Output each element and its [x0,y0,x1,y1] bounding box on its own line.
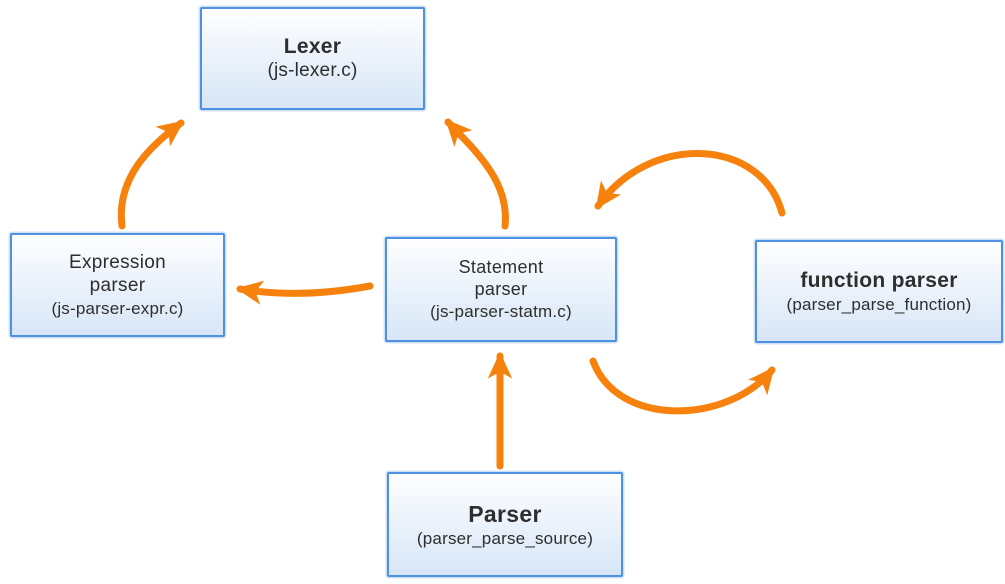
node-expression-parser: Expression parser (js-parser-expr.c) [10,233,225,337]
node-parser-subtitle: (parser_parse_source) [416,528,594,548]
node-statement-parser-subtitle: (js-parser-statm.c) [430,301,572,321]
node-function-parser-subtitle: (parser_parse_function) [786,294,972,314]
node-function-parser-title: function parser [800,269,958,293]
arrow-function-to-statement [594,150,786,217]
node-parser-title: Parser [468,500,542,527]
node-lexer-subtitle: (js-lexer.c) [267,60,358,82]
node-statement-parser: Statement parser (js-parser-statm.c) [385,237,617,342]
node-expression-parser-title: Expression parser [69,252,166,297]
node-lexer: Lexer (js-lexer.c) [200,7,425,110]
arrow-statement-to-lexer [444,118,509,230]
arrow-expression-to-lexer [117,119,185,230]
node-parser: Parser (parser_parse_source) [387,472,623,577]
node-statement-parser-title: Statement parser [458,256,544,299]
arrow-statement-to-function [589,357,776,415]
node-lexer-title: Lexer [283,34,342,58]
arrow-statement-to-expression [236,280,374,305]
node-expression-parser-subtitle: (js-parser-expr.c) [51,298,184,318]
node-function-parser: function parser (parser_parse_function) [755,240,1003,343]
